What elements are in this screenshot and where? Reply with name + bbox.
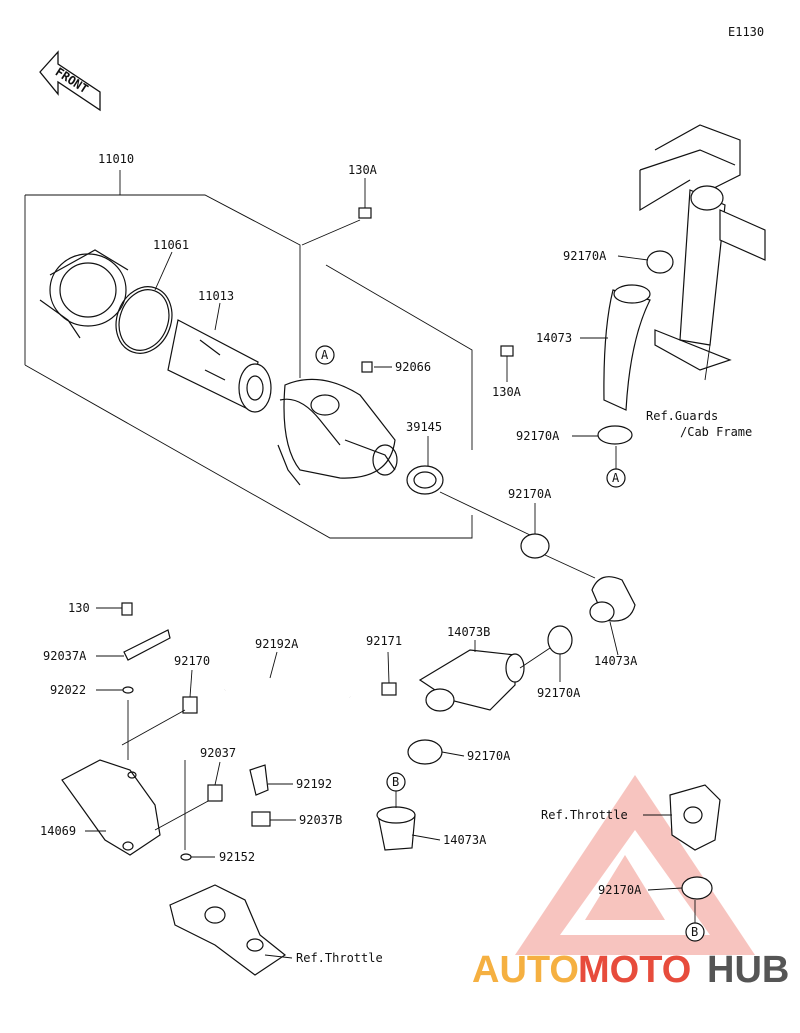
marker-b1-label: B bbox=[392, 775, 399, 789]
label-92171: 92171 bbox=[366, 634, 402, 648]
label-92152: 92152 bbox=[219, 850, 255, 864]
label-14073a-lower: 14073A bbox=[443, 833, 487, 847]
label-11013: 11013 bbox=[198, 289, 234, 303]
bolt-130a-top bbox=[358, 207, 372, 219]
air-cleaner-frame bbox=[24, 170, 473, 539]
leader-lines bbox=[85, 178, 711, 959]
elbow-14073a-right bbox=[589, 576, 636, 623]
ref-guards-line1: Ref.Guards bbox=[646, 409, 718, 423]
clamp-92170a-mid bbox=[597, 425, 633, 445]
bolt-130 bbox=[121, 602, 133, 616]
label-92170: 92170 bbox=[174, 654, 210, 668]
label-92066: 92066 bbox=[395, 360, 431, 374]
marker-a2-label: A bbox=[612, 471, 620, 485]
marker-a1-label: A bbox=[321, 348, 329, 362]
clamp-92170a-center2 bbox=[407, 739, 443, 765]
filter-element bbox=[167, 319, 272, 413]
label-14073b: 14073B bbox=[447, 625, 490, 639]
washer-92022 bbox=[122, 686, 134, 694]
marker-b2-label: B bbox=[691, 925, 698, 939]
watermark-moto: MOTO bbox=[578, 949, 691, 991]
washer-92152 bbox=[180, 853, 192, 861]
o-ring-inner bbox=[118, 289, 170, 351]
watermark-text: AUTO MOTO HUB bbox=[472, 949, 789, 991]
boot-14073a-lower bbox=[376, 806, 416, 851]
clamp-92037b bbox=[251, 811, 271, 827]
ref-throttle-bottom: Ref.Throttle bbox=[296, 951, 383, 965]
label-92022: 92022 bbox=[50, 683, 86, 697]
cab-frame bbox=[639, 124, 766, 371]
label-92170a-center2: 92170A bbox=[467, 749, 511, 763]
ref-throttle-right: Ref.Throttle bbox=[541, 808, 628, 822]
label-11010: 11010 bbox=[98, 152, 134, 166]
clamp-92170a-bottom bbox=[681, 876, 713, 900]
clamp-92170 bbox=[182, 696, 198, 714]
label-92037b: 92037B bbox=[299, 813, 342, 827]
clamp-92170a-top bbox=[646, 250, 674, 274]
plug-92066 bbox=[361, 361, 373, 373]
label-14069: 14069 bbox=[40, 824, 76, 838]
throttle-body-bottom bbox=[169, 884, 287, 976]
label-92192a: 92192A bbox=[255, 637, 299, 651]
fitting-92192 bbox=[249, 764, 269, 796]
front-arrow-icon: FRONT bbox=[39, 50, 101, 112]
throttle-body-right bbox=[669, 784, 721, 851]
label-39145: 39145 bbox=[406, 420, 442, 434]
filter-cover bbox=[39, 249, 129, 339]
duct-14073b bbox=[418, 649, 525, 712]
watermark-hub: HUB bbox=[707, 949, 789, 991]
clip-92171 bbox=[381, 682, 397, 696]
strap-92037a bbox=[123, 629, 171, 661]
label-14073: 14073 bbox=[536, 331, 572, 345]
watermark-auto: AUTO bbox=[472, 949, 579, 991]
label-92170a-bottom: 92170A bbox=[598, 883, 642, 897]
diagram-code: E1130 bbox=[728, 25, 764, 39]
label-92170a-center: 92170A bbox=[508, 487, 552, 501]
air-cleaner-case bbox=[277, 378, 398, 486]
bolt-130a-right bbox=[500, 345, 514, 357]
label-11061: 11061 bbox=[153, 238, 189, 252]
ref-guards-line2: /Cab Frame bbox=[680, 425, 752, 439]
label-92170a-lower: 92170A bbox=[537, 686, 581, 700]
label-92037: 92037 bbox=[200, 746, 236, 760]
label-130a-top: 130A bbox=[348, 163, 378, 177]
hose-14073 bbox=[603, 284, 651, 411]
label-92170a-top: 92170A bbox=[563, 249, 607, 263]
clamp-92037 bbox=[207, 784, 223, 802]
clamp-92170a-lower bbox=[547, 625, 573, 655]
label-130a-right: 130A bbox=[492, 385, 522, 399]
label-92170a-mid: 92170A bbox=[516, 429, 560, 443]
clamp-39145 bbox=[406, 465, 444, 495]
bracket-14069 bbox=[61, 759, 161, 856]
marker-a1 bbox=[315, 345, 335, 365]
label-92037a: 92037A bbox=[43, 649, 87, 663]
label-14073a-right: 14073A bbox=[594, 654, 638, 668]
label-92192: 92192 bbox=[296, 777, 332, 791]
label-130: 130 bbox=[68, 601, 90, 615]
clamp-92170a-center bbox=[520, 533, 550, 559]
